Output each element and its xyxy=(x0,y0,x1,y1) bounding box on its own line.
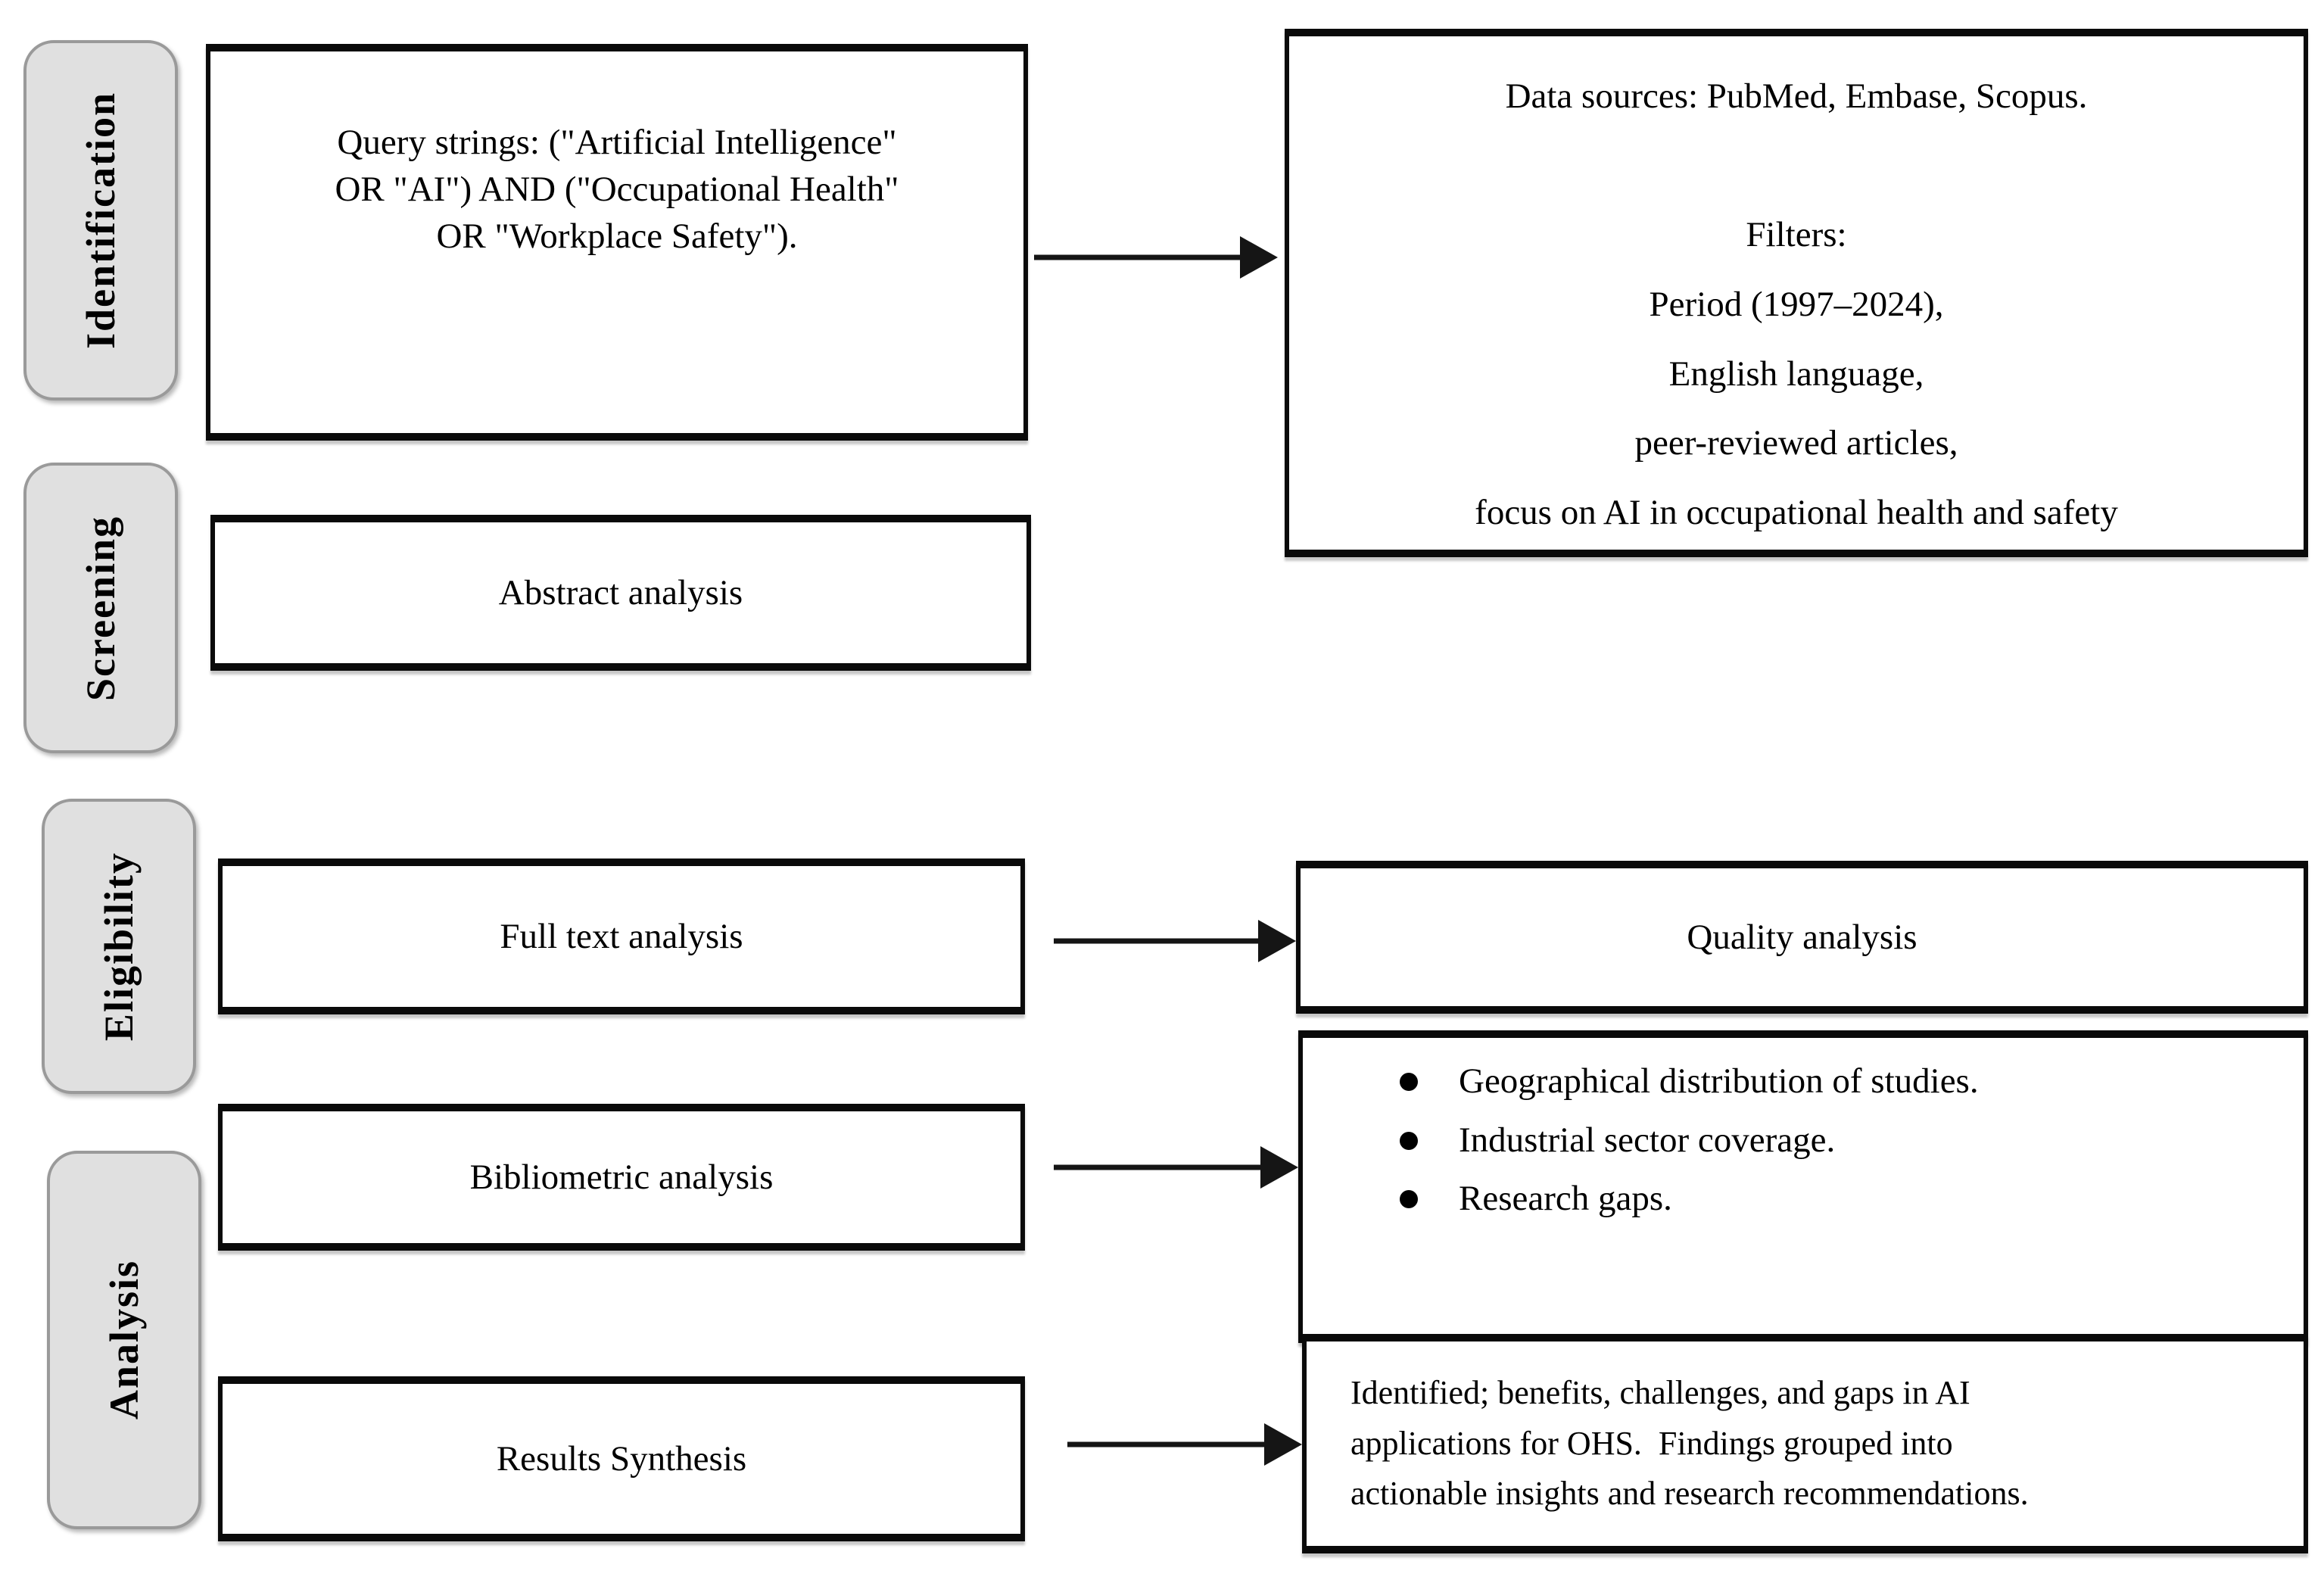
arrowhead-icon xyxy=(1240,236,1278,279)
findings-text: Identified; benefits, challenges, and ga… xyxy=(1350,1373,2029,1513)
arrow-shaft xyxy=(1054,1164,1268,1170)
arrow-shaft xyxy=(1054,938,1266,944)
arrow-query-to-sources xyxy=(1034,236,1278,279)
list-item-text: Research gaps. xyxy=(1459,1179,1672,1219)
stage-pill-analysis: Analysis xyxy=(47,1151,201,1529)
bibliometric-outputs-list: Geographical distribution of studies. In… xyxy=(1303,1038,1979,1239)
data-sources-filters-box: Data sources: PubMed, Embase, Scopus. Fi… xyxy=(1285,29,2308,557)
list-item: Geographical distribution of studies. xyxy=(1400,1061,1979,1102)
arrow-bibliometric-to-outputs xyxy=(1054,1146,1298,1189)
bibliometric-analysis-box: Bibliometric analysis xyxy=(218,1104,1025,1251)
arrowhead-icon xyxy=(1258,920,1296,962)
stage-label-identification: Identification xyxy=(78,91,123,349)
quality-analysis-box: Quality analysis xyxy=(1296,861,2308,1014)
bullet-icon xyxy=(1400,1072,1418,1091)
bullet-icon xyxy=(1400,1190,1418,1209)
list-item: Research gaps. xyxy=(1400,1179,1979,1219)
stage-label-analysis: Analysis xyxy=(101,1260,147,1420)
quality-analysis-text: Quality analysis xyxy=(1687,917,1917,957)
results-synthesis-box: Results Synthesis xyxy=(218,1376,1025,1541)
stage-pill-identification: Identification xyxy=(23,40,178,400)
arrowhead-icon xyxy=(1260,1146,1298,1189)
abstract-analysis-text: Abstract analysis xyxy=(498,572,743,612)
arrow-shaft xyxy=(1034,254,1248,260)
full-text-analysis-text: Full text analysis xyxy=(500,916,743,956)
arrow-shaft xyxy=(1067,1441,1272,1447)
bibliometric-analysis-text: Bibliometric analysis xyxy=(469,1157,774,1197)
full-text-analysis-box: Full text analysis xyxy=(218,858,1025,1014)
arrow-fulltext-to-quality xyxy=(1054,920,1296,962)
abstract-analysis-box: Abstract analysis xyxy=(210,515,1031,671)
bibliometric-outputs-box: Geographical distribution of studies. In… xyxy=(1298,1030,2308,1343)
list-item: Industrial sector coverage. xyxy=(1400,1120,1979,1161)
query-strings-box: Query strings: ("Artificial Intelligence… xyxy=(206,44,1028,441)
results-synthesis-text: Results Synthesis xyxy=(496,1438,747,1479)
list-item-text: Geographical distribution of studies. xyxy=(1459,1061,1979,1101)
stage-label-screening: Screening xyxy=(78,515,123,701)
stage-label-eligibility: Eligibility xyxy=(96,851,142,1042)
arrowhead-icon xyxy=(1264,1423,1302,1466)
findings-box: Identified; benefits, challenges, and ga… xyxy=(1302,1334,2308,1553)
arrow-results-to-findings xyxy=(1067,1423,1302,1466)
list-item-text: Industrial sector coverage. xyxy=(1459,1120,1836,1160)
bullet-icon xyxy=(1400,1131,1418,1150)
query-strings-text: Query strings: ("Artificial Intelligence… xyxy=(335,122,899,257)
data-sources-filters-text: Data sources: PubMed, Embase, Scopus. Fi… xyxy=(1475,76,2118,532)
stage-pill-eligibility: Eligibility xyxy=(42,799,196,1094)
stage-pill-screening: Screening xyxy=(23,463,178,753)
